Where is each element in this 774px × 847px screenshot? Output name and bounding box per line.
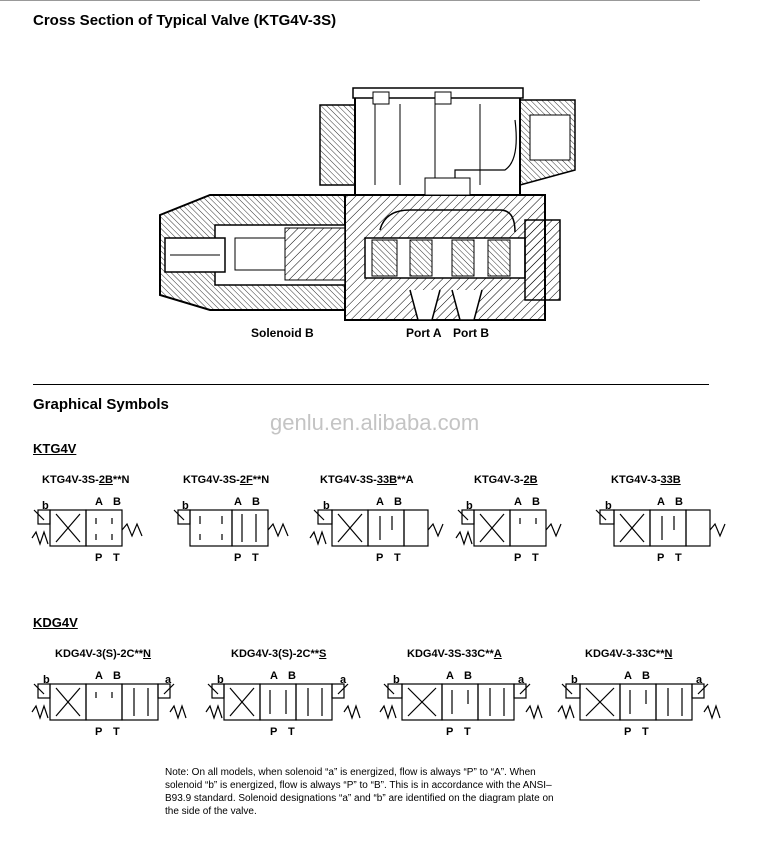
port-p-label: P (624, 726, 632, 738)
port-t-label: T (252, 552, 259, 564)
ktg4v-symbol-code: KTG4V-3-2B (474, 474, 538, 486)
watermark: genlu.en.alibaba.com (270, 410, 480, 435)
port-b-label: B (642, 670, 650, 682)
solenoid-b-marker: b (393, 674, 400, 686)
port-p-label: P (657, 552, 665, 564)
solenoid-b-label: Solenoid B (251, 326, 314, 340)
ktg4v-group-title: KTG4V (33, 441, 77, 456)
solenoid-b-marker: b (43, 674, 50, 686)
cross-section-heading: Cross Section of Typical Valve (KTG4V-3S… (33, 12, 337, 29)
port-t-label: T (394, 552, 401, 564)
solenoid-b-marker: b (182, 500, 189, 512)
port-b-label: B (252, 496, 260, 508)
ktg4v-symbol-code: KTG4V-3S-2B**N (42, 474, 130, 486)
kdg4v-symbol-code: KDG4V-3(S)-2C**N (55, 648, 151, 660)
kdg4v-symbol-code: KDG4V-3-33C**N (585, 648, 673, 660)
port-b-label: B (464, 670, 472, 682)
solenoid-b-marker: b (323, 500, 330, 512)
solenoid-a-marker: a (165, 674, 172, 686)
port-t-label: T (675, 552, 682, 564)
port-a-label: A (95, 496, 103, 508)
graphical-symbols-heading: Graphical Symbols (33, 396, 169, 413)
port-p-label: P (95, 552, 103, 564)
port-p-label: P (446, 726, 454, 738)
port-b-label: Port B (453, 326, 489, 340)
port-p-label: P (234, 552, 242, 564)
port-a-label: A (514, 496, 522, 508)
port-b-label: B (394, 496, 402, 508)
top-rule (0, 0, 700, 1)
solenoid-b-marker: b (605, 500, 612, 512)
solenoid-b-marker: b (42, 500, 49, 512)
port-b-label: B (113, 496, 121, 508)
port-t-label: T (532, 552, 539, 564)
solenoid-a-marker: a (518, 674, 525, 686)
solenoid-b-marker: b (217, 674, 224, 686)
port-a-label: Port A (406, 326, 442, 340)
solenoid-b-marker: b (466, 500, 473, 512)
solenoid-a-marker: a (696, 674, 703, 686)
solenoid-note: Note: On all models, when solenoid “a” i… (165, 767, 554, 817)
port-a-label: A (657, 496, 665, 508)
port-p-label: P (514, 552, 522, 564)
kdg4v-symbol-code: KDG4V-3S-33C**A (407, 648, 502, 660)
port-t-label: T (113, 552, 120, 564)
solenoid-b-marker: b (571, 674, 578, 686)
solenoid-a-marker: a (340, 674, 347, 686)
port-a-label: A (234, 496, 242, 508)
port-a-label: A (95, 670, 103, 682)
port-t-label: T (464, 726, 471, 738)
ktg4v-symbol-code: KTG4V-3-33B (611, 474, 681, 486)
port-p-label: P (270, 726, 278, 738)
port-p-label: P (95, 726, 103, 738)
port-b-label: B (113, 670, 121, 682)
kdg4v-group-title: KDG4V (33, 615, 78, 630)
port-b-label: B (675, 496, 683, 508)
section-divider (33, 384, 709, 385)
port-a-label: A (446, 670, 454, 682)
ktg4v-symbol-code: KTG4V-3S-2F**N (183, 474, 270, 486)
port-p-label: P (376, 552, 384, 564)
port-a-label: A (624, 670, 632, 682)
port-b-label: B (288, 670, 296, 682)
port-a-label: A (376, 496, 384, 508)
kdg4v-symbol-code: KDG4V-3(S)-2C**S (231, 648, 327, 660)
port-b-label: B (532, 496, 540, 508)
ktg4v-symbol-code: KTG4V-3S-33B**A (320, 474, 414, 486)
port-a-label: A (270, 670, 278, 682)
port-t-label: T (113, 726, 120, 738)
port-t-label: T (642, 726, 649, 738)
port-t-label: T (288, 726, 295, 738)
